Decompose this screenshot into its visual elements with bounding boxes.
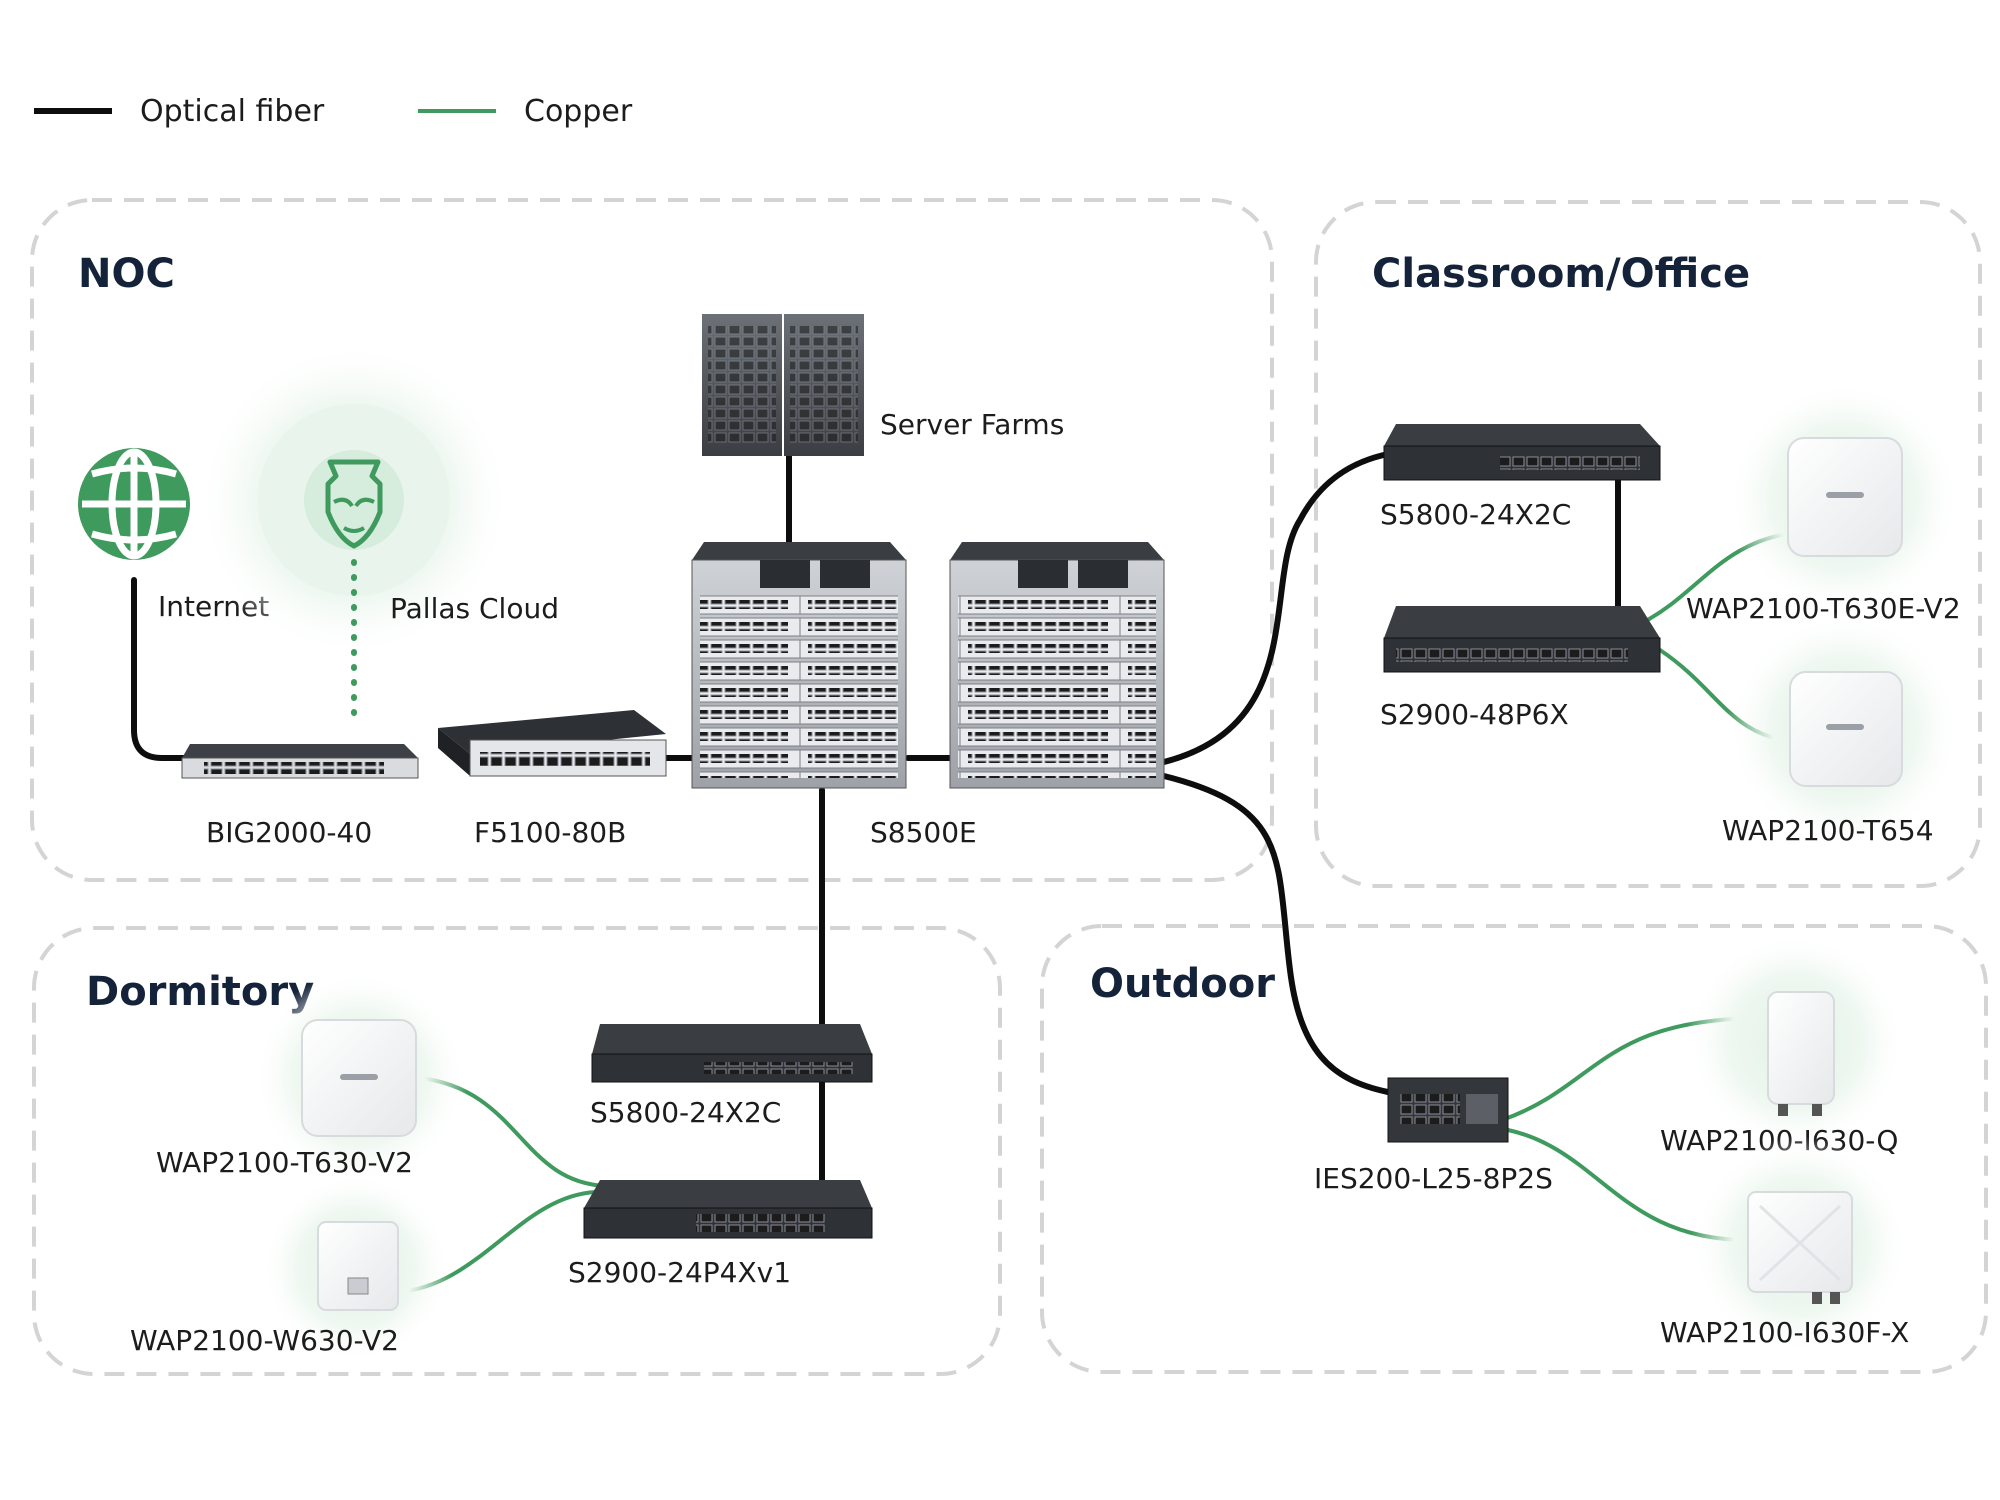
network-switch-icon: [583, 1180, 873, 1239]
access-point-icon: [317, 1221, 399, 1311]
noc-title: NOC: [78, 251, 175, 297]
pallas-cloud-label: Pallas Cloud: [390, 592, 559, 625]
server-farms-label: Server Farms: [880, 408, 1064, 441]
s8500e-to-cls-s5800-link: [1161, 451, 1391, 765]
outdoor-title: Outdoor: [1090, 961, 1275, 1007]
chassis-switch-icon: [691, 542, 907, 789]
dorm-s2900-label: S2900-24P4Xv1: [568, 1256, 791, 1289]
pallas-cloud-icon: [304, 450, 404, 550]
globe-icon: [78, 448, 190, 560]
network-switch-icon: [1387, 1077, 1509, 1143]
f5100-label: F5100-80B: [474, 816, 626, 849]
internet-to-big2000-link: [131, 577, 193, 761]
access-point-icon: [1747, 1191, 1853, 1304]
network-switch-icon: [1383, 606, 1661, 673]
classroom-zone: [1314, 200, 1982, 888]
noc-zone: [30, 198, 1274, 882]
access-point-icon: [1787, 437, 1903, 557]
fiber-legend-label: Optical fiber: [140, 94, 325, 129]
wap-i630fx-label: WAP2100-I630F-X: [1660, 1316, 1909, 1349]
legend: Optical fiber Copper: [34, 94, 633, 129]
dorm-s5800-label: S5800-24X2C: [590, 1096, 781, 1129]
big2000-device-icon: [181, 744, 419, 779]
fiber-links: [131, 451, 1621, 1183]
classroom-title: Classroom/Office: [1372, 251, 1750, 297]
wap-t654-label: WAP2100-T654: [1722, 814, 1934, 847]
chassis-switch-icon: [949, 542, 1165, 789]
cls-s5800-label: S5800-24X2C: [1380, 498, 1571, 531]
access-point-icon: [1767, 991, 1835, 1116]
network-switch-icon: [1383, 424, 1661, 481]
cls-s2900-label: S2900-48P6X: [1380, 698, 1569, 731]
s8500e-to-ies200-link: [1161, 773, 1391, 1095]
outdoor-zone: [1040, 924, 1988, 1374]
wap-w630-label: WAP2100-W630-V2: [130, 1324, 399, 1357]
f5100-device-icon: [438, 710, 667, 777]
s8500e-label: S8500E: [870, 816, 977, 849]
dormitory-title: Dormitory: [86, 969, 314, 1015]
big2000-label: BIG2000-40: [206, 816, 372, 849]
dormitory-zone: [32, 926, 1002, 1376]
copper-legend-label: Copper: [524, 94, 633, 129]
access-point-icon: [301, 1019, 417, 1137]
ies200-label: IES200-L25-8P2S: [1314, 1162, 1553, 1195]
server-rack-icon: [702, 314, 864, 456]
access-point-icon: [1789, 671, 1903, 787]
network-switch-icon: [591, 1024, 873, 1083]
